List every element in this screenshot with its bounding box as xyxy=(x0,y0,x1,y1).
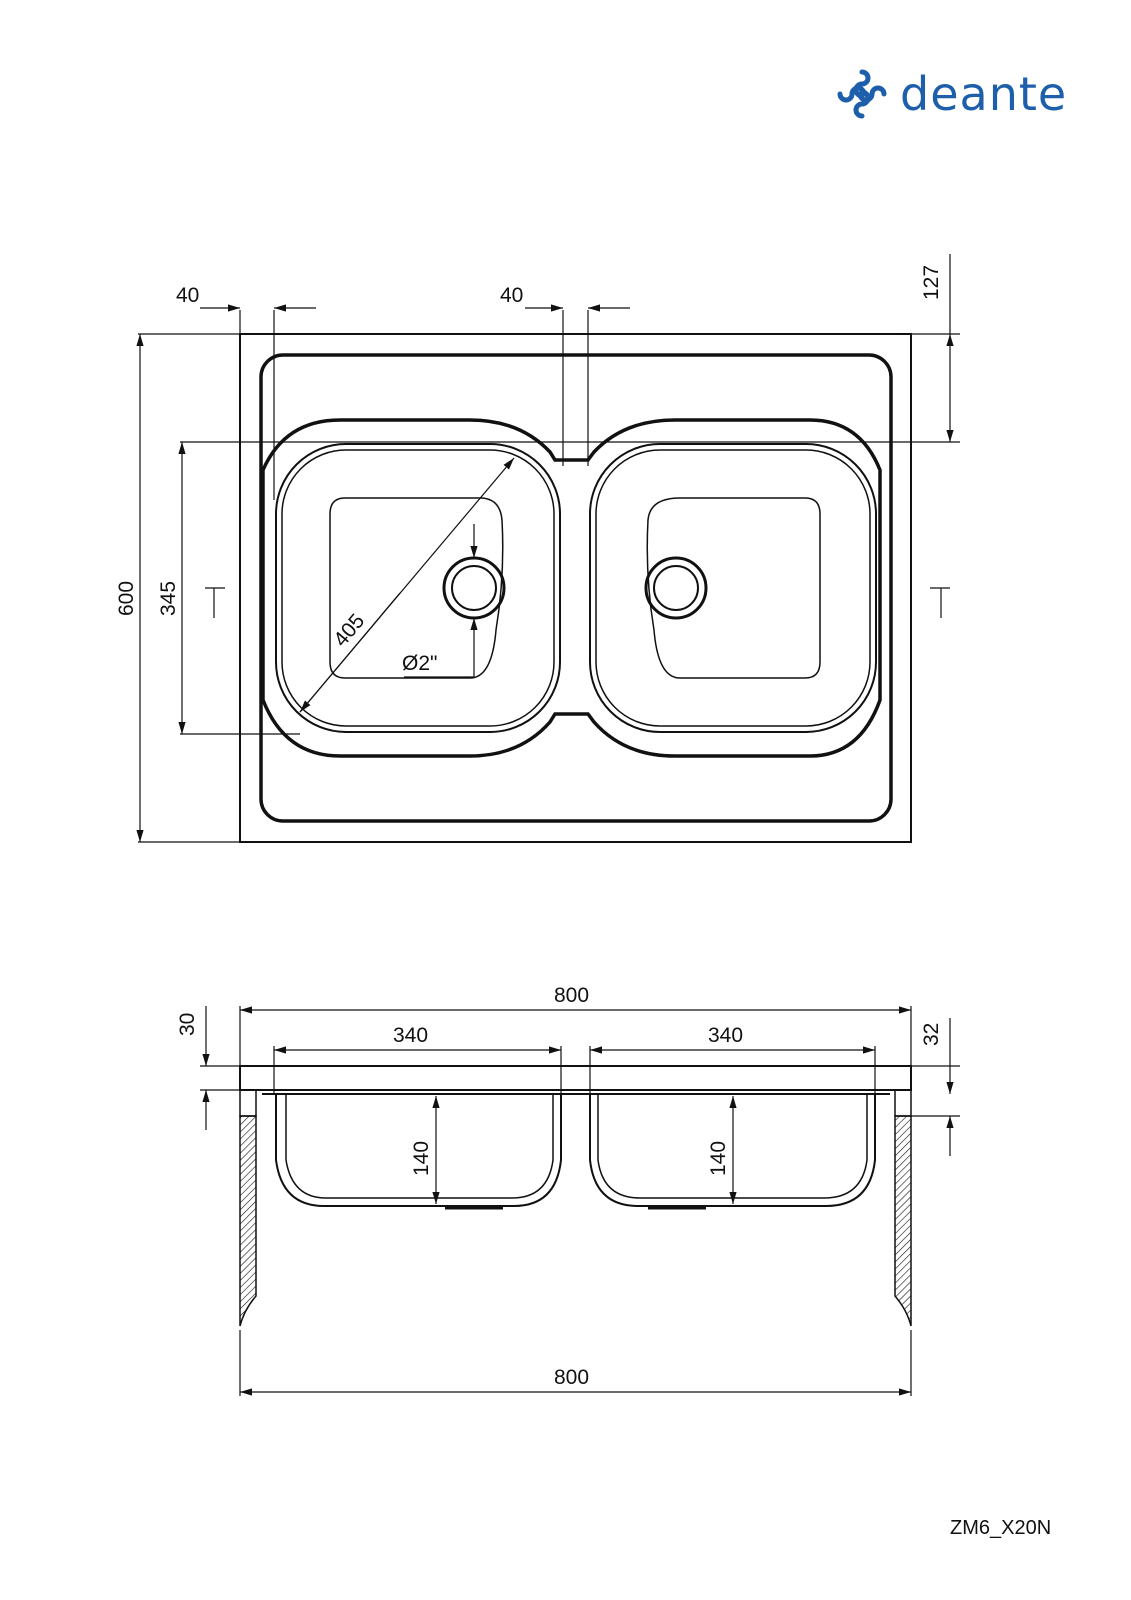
dim-bowl-depth: 345 xyxy=(157,581,180,616)
right-drain xyxy=(644,556,708,620)
sink-rim-side xyxy=(239,1065,912,1091)
right-cabinet-wall xyxy=(894,1115,912,1327)
sink-inner-rim xyxy=(259,353,893,823)
dim-bowl-right-width: 340 xyxy=(708,1024,743,1047)
sink-outline-top xyxy=(239,333,912,843)
dim-center-gap: 40 xyxy=(500,284,523,307)
dim-total-width-bottom: 800 xyxy=(554,1366,589,1389)
dim-drain: Ø2" xyxy=(402,652,437,675)
dim-top-offset: 127 xyxy=(920,265,943,300)
left-bowl-inner-2 xyxy=(281,449,555,727)
left-bowl-outer xyxy=(261,418,882,758)
right-bowl-inner-2 xyxy=(595,449,871,727)
dim-rim-left: 30 xyxy=(176,1013,199,1036)
dim-left-offset: 40 xyxy=(176,284,199,307)
left-bowl-inner xyxy=(275,443,561,733)
right-bowl-inner xyxy=(589,443,877,733)
dim-total-width-top: 800 xyxy=(554,984,589,1007)
dim-bowl-left-width: 340 xyxy=(393,1024,428,1047)
left-bowl-floor xyxy=(329,497,504,679)
dim-rim-right: 32 xyxy=(920,1023,943,1046)
model-code: ZM6_X20N xyxy=(950,1517,1052,1539)
right-bowl-floor xyxy=(646,497,821,679)
left-bowl-side xyxy=(275,1094,562,1207)
right-bowl-side xyxy=(589,1094,876,1207)
dim-bowl-left-depth: 140 xyxy=(410,1141,433,1176)
dim-diagonal: 405 xyxy=(329,610,369,652)
deante-logo-icon xyxy=(837,69,887,119)
brand-logo: deante xyxy=(834,64,1074,124)
left-cabinet-wall xyxy=(239,1115,257,1327)
dim-bowl-right-depth: 140 xyxy=(707,1141,730,1176)
brand-name: deante xyxy=(900,67,1068,121)
dim-total-depth: 600 xyxy=(115,581,138,616)
